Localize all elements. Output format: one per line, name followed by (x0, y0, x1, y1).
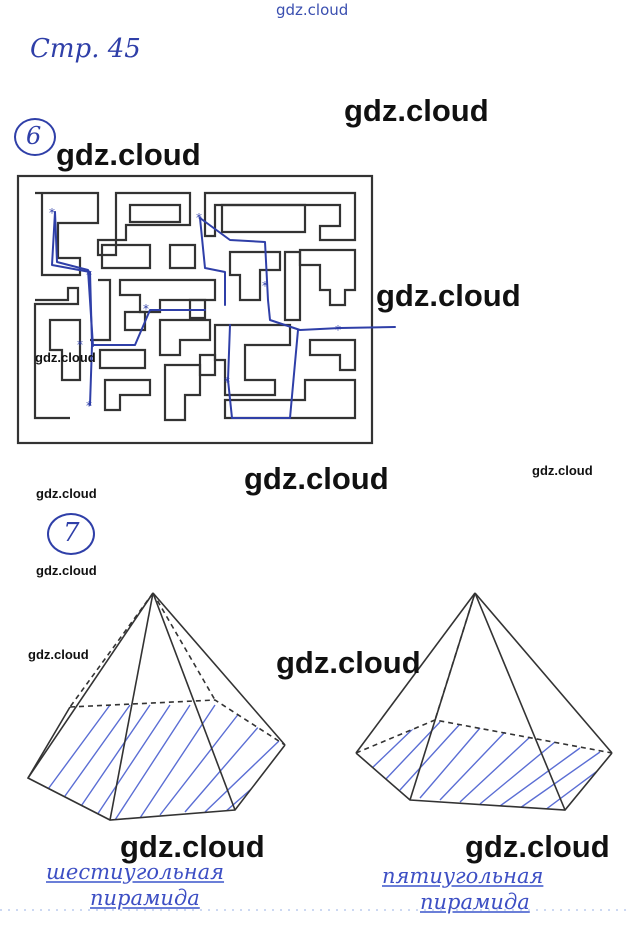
page-header-note: Стр. 45 (30, 34, 141, 64)
watermark: gdz.cloud (344, 93, 489, 128)
watermark: gdz.cloud (120, 829, 265, 864)
svg-text:*: * (262, 279, 268, 293)
task-6-number-circle: 6 (14, 118, 56, 156)
svg-text:*: * (143, 302, 149, 316)
right-caption-line1: пятиугольная (382, 864, 544, 888)
right-caption-line2: пирамида (420, 890, 530, 914)
task-6-number: 6 (26, 122, 42, 150)
svg-text:*: * (86, 399, 92, 413)
watermark: gdz.cloud (532, 463, 593, 478)
watermark: gdz.cloud (376, 278, 521, 313)
left-caption-line1: шестиугольная (46, 860, 225, 884)
watermark: gdz.cloud (35, 350, 96, 365)
watermark: gdz.cloud (56, 137, 201, 172)
svg-text:*: * (224, 375, 230, 389)
watermark: gdz.cloud (276, 645, 421, 680)
task-7-number: 7 (63, 518, 80, 548)
svg-text:*: * (335, 323, 341, 337)
task-7-number-circle: 7 (47, 513, 95, 555)
watermark: gdz.cloud (36, 563, 97, 578)
svg-text:*: * (77, 338, 83, 352)
watermark: gdz.cloud (36, 486, 97, 501)
watermark: gdz.cloud (465, 829, 610, 864)
svg-text:*: * (196, 211, 202, 225)
left-caption-line2: пирамида (90, 886, 200, 910)
watermark: gdz.cloud (244, 461, 389, 496)
top-watermark: gdz.cloud (276, 1, 349, 19)
watermark: gdz.cloud (28, 647, 89, 662)
svg-text:*: * (49, 206, 55, 220)
svg-text:*: * (86, 268, 92, 282)
